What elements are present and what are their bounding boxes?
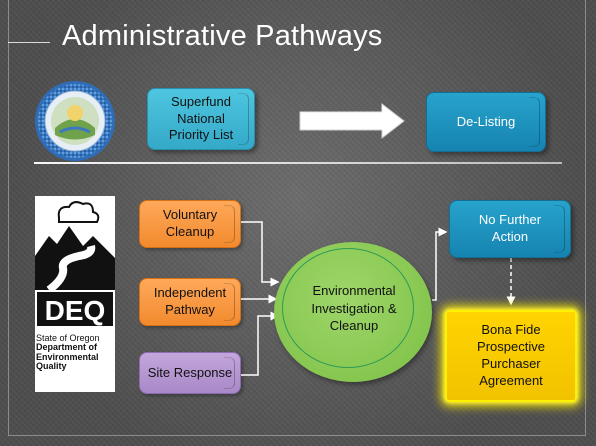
deq-agency: Environmental Quality [36, 351, 99, 372]
voluntary-cleanup-label: Voluntary Cleanup [162, 207, 218, 239]
site-response-label: Site Response [147, 364, 233, 380]
arrow-right-icon [298, 102, 408, 140]
connector-no-further-action [432, 227, 448, 301]
environmental-investigation-label: Environmental Investigation & Cleanup [311, 283, 397, 334]
deq-department: Department of [36, 342, 98, 353]
bona-fide-agreement-box: Bona Fide Prospective Purchaser Agreemen… [445, 310, 577, 402]
deq-letters: DEQ [45, 295, 106, 326]
delisting-label: De-Listing [456, 113, 516, 129]
bona-fide-agreement-label: Bona Fide Prospective Purchaser Agreemen… [477, 322, 545, 388]
box-edge [554, 205, 565, 253]
no-further-action-label: No Further Action [478, 212, 542, 244]
title-rule [8, 42, 50, 43]
deq-caption: State of Oregon Department of Environmen… [36, 333, 116, 372]
no-further-action-box: No Further Action [449, 200, 571, 258]
voluntary-cleanup-box: Voluntary Cleanup [139, 200, 241, 248]
site-response-box: Site Response [139, 352, 241, 394]
section-divider [34, 162, 562, 164]
delisting-box: De-Listing [426, 92, 546, 152]
independent-pathway-label: Independent Pathway [153, 285, 227, 317]
superfund-npl-box: Superfund National Priority List [147, 88, 255, 150]
connector-voluntary [241, 221, 280, 287]
environmental-investigation-circle [274, 242, 432, 382]
superfund-npl-label: Superfund National Priority List [168, 93, 234, 143]
slide-title: Administrative Pathways [62, 20, 383, 52]
slide-frame [8, 0, 586, 436]
connector-site-response [241, 311, 280, 376]
deq-logo-icon: DEQ [35, 196, 115, 392]
deq-state: State of Oregon [36, 333, 100, 343]
epa-seal-icon [34, 80, 116, 162]
